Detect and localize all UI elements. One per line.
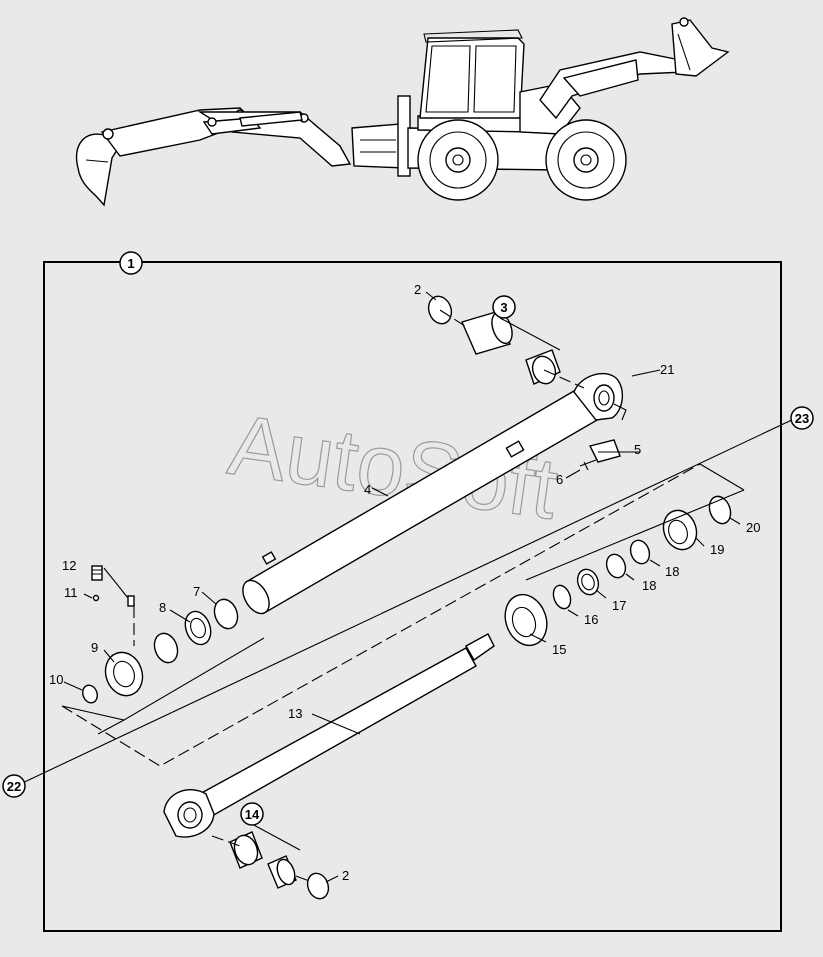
callout-circle-3 bbox=[492, 295, 516, 319]
piston-seal-19 bbox=[662, 509, 698, 551]
callout-13: 13 bbox=[288, 706, 302, 721]
callout-20: 20 bbox=[746, 520, 760, 535]
diagram-frame bbox=[43, 261, 782, 932]
callout-2-lower: 2 bbox=[342, 868, 349, 883]
pin-left bbox=[127, 595, 135, 607]
callout-12: 12 bbox=[62, 558, 76, 573]
ring-18a bbox=[605, 553, 627, 579]
piston-15 bbox=[504, 593, 548, 647]
callout-circle-1 bbox=[119, 251, 143, 275]
callout-circle-22 bbox=[2, 774, 26, 798]
callout-2-upper: 2 bbox=[414, 282, 421, 297]
callout-5: 5 bbox=[634, 442, 641, 457]
bolt bbox=[579, 459, 597, 471]
callout-10: 10 bbox=[49, 672, 63, 687]
callout-6: 6 bbox=[556, 472, 563, 487]
callout-7: 7 bbox=[193, 584, 200, 599]
callout-19: 19 bbox=[710, 542, 724, 557]
seal-17 bbox=[576, 568, 600, 596]
callout-labels: 1 3 14 22 23 2 2 4 5 6 7 8 9 10 11 12 13… bbox=[2, 251, 814, 883]
lube-fitting-plate bbox=[588, 439, 621, 463]
callout-3: 3 bbox=[500, 300, 507, 315]
callout-8: 8 bbox=[159, 600, 166, 615]
o-ring-10 bbox=[82, 684, 98, 704]
callout-circle-14 bbox=[240, 802, 264, 826]
o-ring-20 bbox=[708, 495, 732, 525]
callout-4: 4 bbox=[364, 482, 371, 497]
callout-9: 9 bbox=[91, 640, 98, 655]
bushing-lower bbox=[229, 831, 297, 889]
callout-18-upper: 18 bbox=[665, 564, 679, 579]
backhoe-loader-illustration bbox=[75, 17, 730, 207]
callout-23: 23 bbox=[795, 411, 809, 426]
callout-17: 17 bbox=[612, 598, 626, 613]
snap-ring-lower bbox=[306, 872, 330, 900]
seal-7 bbox=[213, 598, 239, 630]
leader-lines bbox=[15, 291, 797, 883]
grub-screw-12 bbox=[91, 565, 103, 581]
bushing-upper bbox=[461, 311, 561, 385]
callout-circle-23 bbox=[790, 406, 814, 430]
callout-22: 22 bbox=[7, 779, 21, 794]
ring-16 bbox=[552, 584, 572, 610]
callout-21: 21 bbox=[660, 362, 674, 377]
washer-11 bbox=[92, 594, 100, 602]
callout-16: 16 bbox=[584, 612, 598, 627]
gland-9 bbox=[104, 651, 144, 697]
ring-18b bbox=[629, 539, 651, 565]
callout-18-lower: 18 bbox=[642, 578, 656, 593]
callout-1: 1 bbox=[127, 256, 134, 271]
piston-rod bbox=[163, 633, 495, 838]
cylinder-barrel bbox=[242, 373, 627, 615]
callout-14: 14 bbox=[245, 807, 260, 822]
gland-seal-8 bbox=[184, 610, 212, 646]
callout-11: 11 bbox=[64, 585, 78, 600]
seal-ring-left bbox=[153, 632, 179, 664]
callout-15: 15 bbox=[552, 642, 566, 657]
